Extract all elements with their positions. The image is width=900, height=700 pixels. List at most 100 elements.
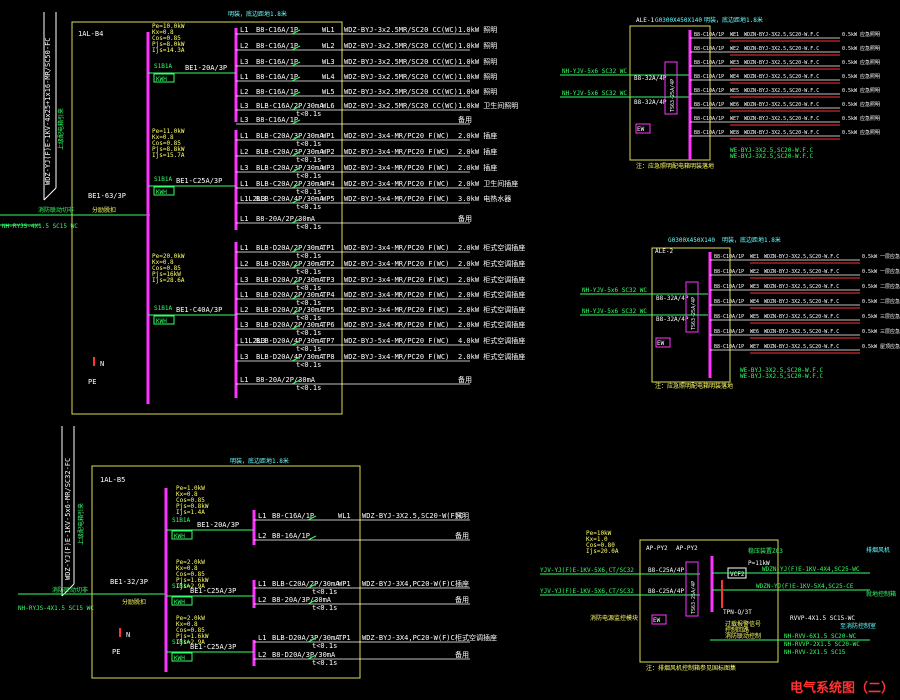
group-param: Pe=2.0kW xyxy=(176,559,205,566)
circuit-breaker: B8-C10A/1P xyxy=(694,116,724,122)
circuit-load: 1.0kW 照明 xyxy=(458,73,497,81)
circuit-breaker: B8-C10A/1P xyxy=(694,46,724,52)
circuit-breaker: B8-C10A/1P xyxy=(714,329,744,335)
switch-symbol xyxy=(291,135,301,141)
feed-1: NH-YJV-5x6 SC32 WC xyxy=(562,68,627,75)
group-param: Pe=1.0kW xyxy=(176,485,205,492)
circuit-load: 2.0kW 柜式空调插座 xyxy=(458,352,525,361)
circuit-load: 0.5kW 二层应急照明 xyxy=(862,298,900,305)
circuit-phase: L2 xyxy=(258,596,266,604)
circuit-trip: t<0.1s xyxy=(312,659,337,667)
group-param: Ijs=2.9A xyxy=(176,583,205,590)
circuit-cable: WDZ-BYJ-5x4-MR/PC20 F(WC) xyxy=(344,195,449,203)
group2-kwh: KWH xyxy=(156,189,167,196)
feed-1: NH-YJV-5x6 SC32 WC xyxy=(582,287,647,294)
group3-spd: S1B1A xyxy=(154,305,172,312)
circuit-breaker: B8-C10A/1P xyxy=(714,269,744,275)
circuit-code: WE3 xyxy=(750,284,759,290)
circuit-cable: WDZN-BYJ-3X2.5,SC20-W.F.C xyxy=(764,299,839,305)
group2-breaker: BE1-C25A/3P xyxy=(176,177,222,185)
circuit-cable: WDZ-BYJ-3x2.5MR/SC20 CC(WC) xyxy=(344,102,458,110)
group-param: Ijs=14.3A xyxy=(152,47,185,54)
ew-label: EW xyxy=(657,340,665,347)
circuit-cable: WDZN-BYJ-3X2.5,SC20-W.F.C xyxy=(744,88,819,94)
panel-name-2: AP-PY2 xyxy=(676,545,698,552)
ctrl-2: NH-RVV-6X1.5 SC20-WC xyxy=(784,633,857,640)
circuit-trip: t<0.1s xyxy=(312,588,337,596)
out-2: WDZN-YJ(F)E-1KV-5X4,SC25-CE xyxy=(756,583,854,590)
circuit-code: WE3 xyxy=(730,60,739,66)
panel-name: ALE-1 xyxy=(636,17,654,24)
circuit-cable: WDZN-BYJ-3X2.5,SC20-W.F.C xyxy=(744,116,819,122)
circuit-load: 2.0kW 柜式空调插座 xyxy=(458,305,525,314)
circuit-phase: L1 xyxy=(240,215,248,223)
circuit-code: WE4 xyxy=(750,299,759,305)
group2-breaker: BE1-C25A/3P xyxy=(190,587,236,595)
circuit-phase: L1 xyxy=(240,180,248,188)
circuit-code: TP1 xyxy=(322,244,335,252)
ats-label: TS63-25A/4P xyxy=(691,297,697,330)
group-param: Cos=0.85 xyxy=(176,571,205,578)
group-param: Kx=0.8 xyxy=(152,259,174,266)
switch-symbol xyxy=(291,151,301,157)
circuit-phase: L3 xyxy=(240,321,248,329)
circuit-cable: WDZN-BYJ-3X2.5,SC20-W.F.C xyxy=(744,74,819,80)
group3-breaker: BE1-C40A/3P xyxy=(176,306,222,314)
circuit-phase: L3 xyxy=(240,58,248,66)
circuit-breaker: B8-C10A/1P xyxy=(714,314,744,320)
switch-symbol xyxy=(307,515,317,521)
incoming-note: 上级配电箱引来 xyxy=(77,503,85,545)
circuit-trip: t<0.1s xyxy=(296,223,321,231)
panel-note: 明装，底边距地1.8米 xyxy=(722,236,781,244)
circuit-code: WP4 xyxy=(322,180,335,188)
circuit-breaker: B8-C10A/1P xyxy=(714,299,744,305)
circuit-trip: t<0.1s xyxy=(296,140,321,148)
group-param: Cos=0.85 xyxy=(152,265,181,272)
vfd-breaker: P=11kW xyxy=(748,560,770,567)
circuit-phase: L1 xyxy=(240,244,248,252)
group-param: Ijs=15.7A xyxy=(152,152,185,159)
circuit-code: WL1 xyxy=(338,512,351,520)
circuit-code: WP1 xyxy=(338,580,351,588)
circuit-cable: WDZN-BYJ-3X2.5,SC20-W.F.C xyxy=(764,269,839,275)
circuit-breaker: BLB-D20A/2P/30mA xyxy=(256,291,324,299)
circuit-cable: WDZ-BYJ-3x4-MR/PC20 F(WC) xyxy=(344,291,449,299)
breaker-2: B8-32A/4P xyxy=(656,316,689,323)
panel-code: G0300X450X140 xyxy=(668,237,715,244)
circuit-cable: WDZ-BYJ-3x4-MR/PC20 F(WC) xyxy=(344,276,449,284)
circuit-cable: WDZN-BYJ-3X2.5,SC20-W.F.C xyxy=(764,254,839,260)
panel-name: 1AL-B4 xyxy=(78,30,103,38)
circuit-code: WE2 xyxy=(730,46,739,52)
circuit-trip: t<0.1s xyxy=(296,203,321,211)
circuit-breaker: B8-C10A/1P xyxy=(694,88,724,94)
circuit-load: 0.5kW 应急照明 xyxy=(842,73,880,80)
circuit-code: WL2 xyxy=(322,42,335,50)
footnote: 注：排烟风机控制箱参见国标图集 xyxy=(646,664,736,672)
circuit-load: 1.0kW 照明 xyxy=(458,58,497,66)
group1-kwh: KWH xyxy=(156,76,167,83)
circuit-code: TP3 xyxy=(322,276,335,284)
group3-kwh: KWH xyxy=(156,318,167,325)
circuit-code: WE6 xyxy=(730,102,739,108)
circuit-breaker: BLB-C20A/2P/30mA xyxy=(256,180,324,188)
circuit-code: WE5 xyxy=(730,88,739,94)
drawing-title: 电气系统图（二） xyxy=(790,680,894,696)
circuit-phase: L2 xyxy=(240,148,248,156)
circuit-code: WL3 xyxy=(322,58,335,66)
circuit-phase: L1 xyxy=(240,132,248,140)
circuit-load: 备用 xyxy=(458,115,472,124)
circuit-cable: WDZN-BYJ-3X2.5,SC20-W.F.C xyxy=(744,102,819,108)
breaker-1: B8-32A/4P xyxy=(656,295,689,302)
circuit-phase: L1 xyxy=(258,580,266,588)
main-breaker: BE1-32/3P xyxy=(110,578,148,586)
group-param: Pe=20.0kW xyxy=(152,253,185,260)
group-param: Ijs=28.6A xyxy=(152,277,185,284)
switch-symbol xyxy=(291,198,301,204)
switch-symbol xyxy=(291,29,301,35)
group2-spd: S1B1A xyxy=(154,176,172,183)
panel-name: 1AL-B5 xyxy=(100,476,125,484)
circuit-load: 2.0kW 插座 xyxy=(458,131,497,140)
circuit-breaker: B8-C10A/1P xyxy=(714,344,744,350)
circuit-cable: WDZN-BYJ-3X2.5,SC20-W.F.C xyxy=(764,314,839,320)
circuit-cable: WDZ-BYJ-3X2.5,SC20-W(F)C xyxy=(362,512,463,520)
